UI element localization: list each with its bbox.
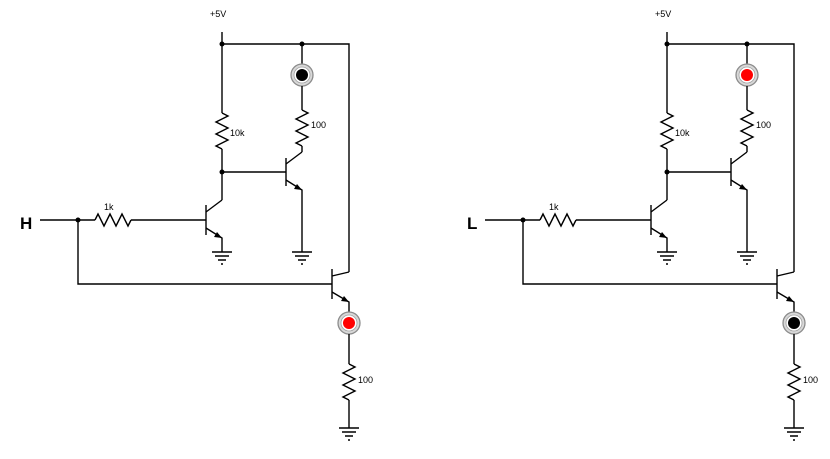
resistor-100-top xyxy=(294,109,310,147)
wire xyxy=(522,220,777,285)
ground-symbol xyxy=(212,251,232,265)
resistor-100-label: 100 xyxy=(803,375,818,385)
led-top xyxy=(290,63,314,87)
led-bottom xyxy=(782,311,806,335)
resistor-100-bottom xyxy=(786,363,802,401)
supply-rail xyxy=(666,32,795,272)
supply-label: +5V xyxy=(210,9,226,19)
transistor-t2 xyxy=(222,151,303,252)
resistor-100-label: 100 xyxy=(358,375,373,385)
led-indicator xyxy=(343,317,355,329)
input-state-label: H xyxy=(20,214,32,233)
resistor-10k-label: 10k xyxy=(675,128,690,138)
resistor-100-label: 100 xyxy=(756,120,771,130)
led-indicator xyxy=(788,317,800,329)
resistor-1k xyxy=(539,212,577,228)
ground-symbol xyxy=(784,427,804,441)
ground-symbol xyxy=(339,427,359,441)
ground-symbol xyxy=(292,251,312,265)
transistor-t1 xyxy=(576,199,668,252)
resistor-1k xyxy=(94,212,132,228)
resistor-1k-label: 1k xyxy=(104,202,114,212)
resistor-100-label: 100 xyxy=(311,120,326,130)
led-bottom xyxy=(337,311,361,335)
transistor-t2 xyxy=(667,151,748,252)
transistor-t3 xyxy=(776,269,795,312)
transistor-t3 xyxy=(331,269,350,312)
resistor-1k-label: 1k xyxy=(549,202,559,212)
resistor-10k xyxy=(659,112,675,150)
transistor-t1 xyxy=(131,199,223,252)
supply-rail xyxy=(221,32,350,272)
circuit-left: +5V 10k 100 xyxy=(20,9,373,441)
input-state-label: L xyxy=(467,214,477,233)
led-top xyxy=(735,63,759,87)
resistor-10k-label: 10k xyxy=(230,128,245,138)
wire xyxy=(77,220,332,285)
resistor-10k xyxy=(214,112,230,150)
ground-symbol xyxy=(657,251,677,265)
circuit-right: +5V 10k 100 L 1k xyxy=(467,9,818,441)
supply-label: +5V xyxy=(655,9,671,19)
led-indicator xyxy=(741,69,753,81)
led-indicator xyxy=(296,69,308,81)
resistor-100-top xyxy=(739,109,755,147)
ground-symbol xyxy=(737,251,757,265)
resistor-100-bottom xyxy=(341,363,357,401)
